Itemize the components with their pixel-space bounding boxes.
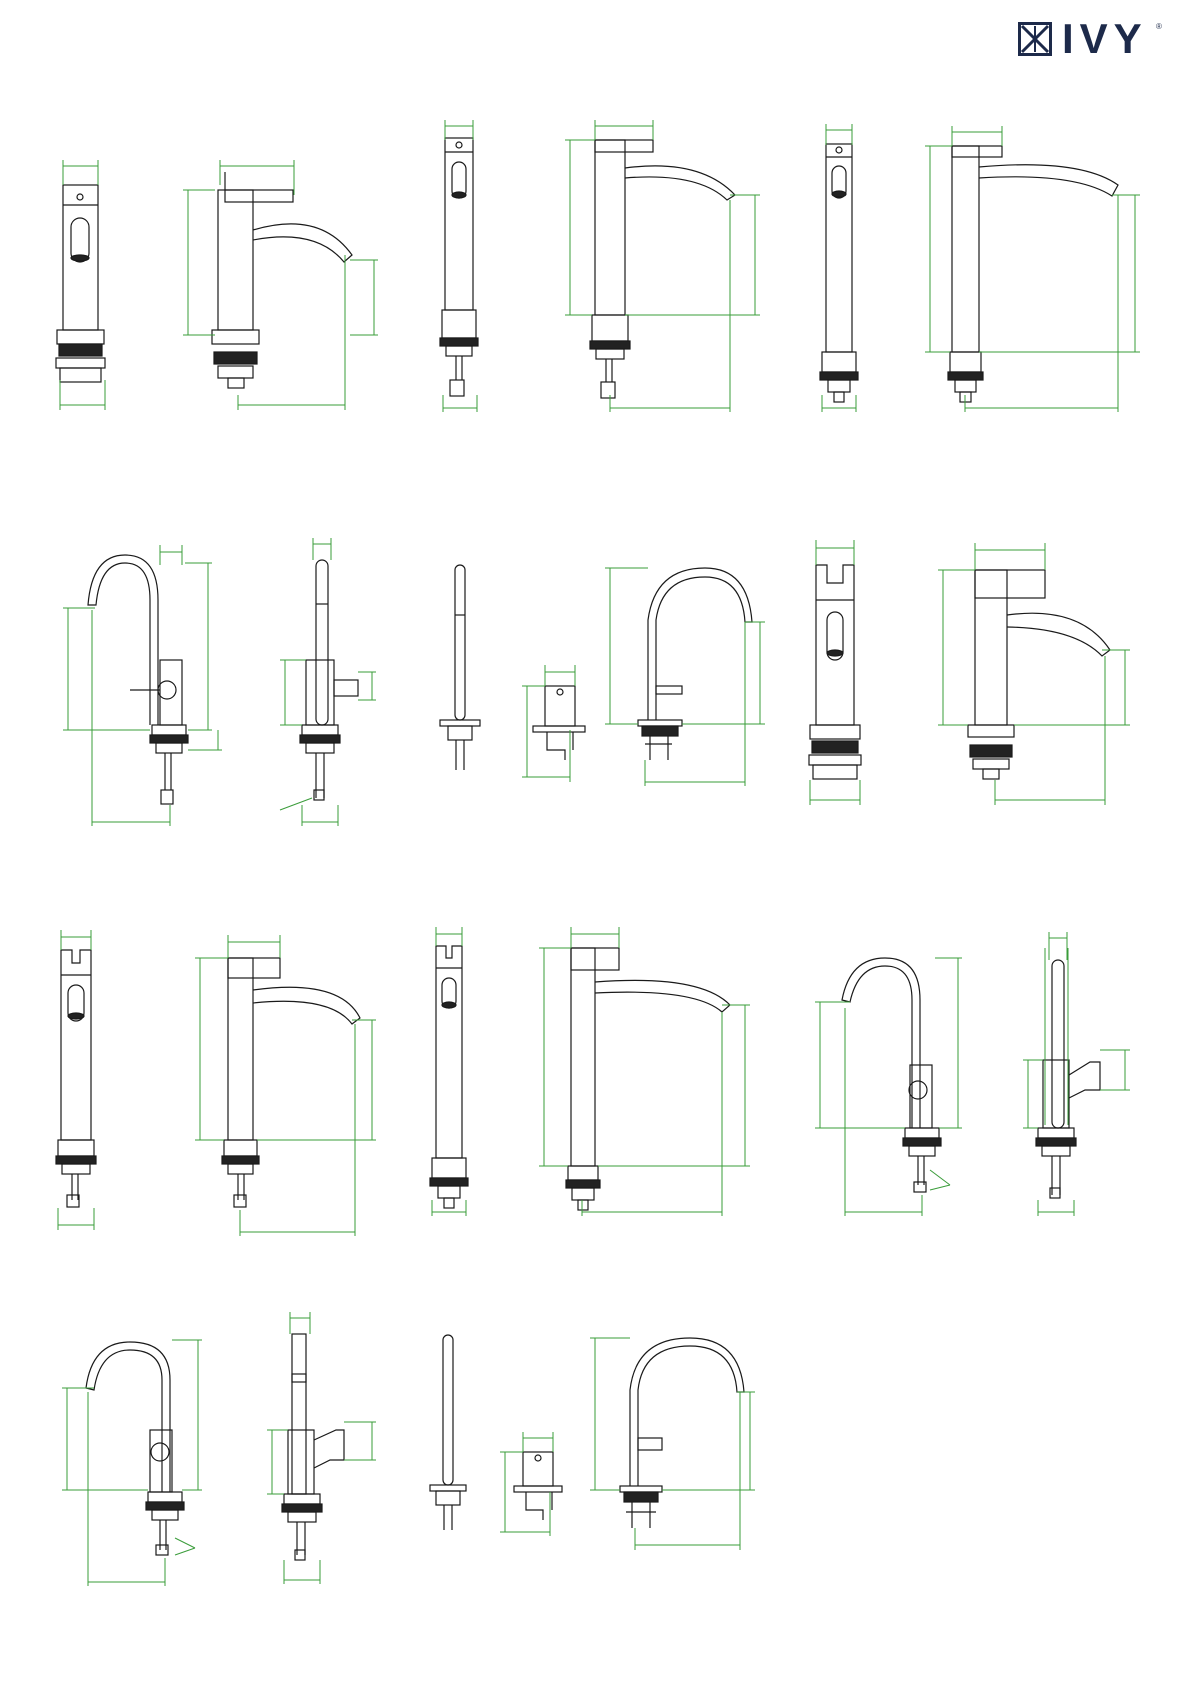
dimension-lines-13 <box>938 543 1130 805</box>
drawing-handle-only-b <box>514 1452 562 1520</box>
dimension-lines-23 <box>500 1432 553 1536</box>
dimension-lines-20 <box>62 1340 202 1586</box>
drawing-handle-only <box>533 686 585 760</box>
drawing-gooseneck-spout-side <box>638 568 752 760</box>
dimension-lines-18 <box>815 958 962 1216</box>
drawing-gooseneck-mixer-side-b <box>842 958 941 1192</box>
dimension-lines-10 <box>522 665 575 782</box>
dimension-lines-24 <box>590 1338 755 1550</box>
dimension-lines-16 <box>432 927 466 1216</box>
drawing-tall-mixer-front <box>440 138 478 396</box>
drawing-mixer-front <box>56 185 105 382</box>
dimension-lines-2 <box>183 160 378 410</box>
drawing-gooseneck-mixer-side-c <box>86 1342 184 1555</box>
dimension-lines-5 <box>822 124 856 412</box>
drawing-mixer-front-slot-tall <box>56 950 96 1207</box>
drawing-extra-tall-mixer-side <box>948 146 1118 402</box>
dimension-lines-7 <box>63 545 222 826</box>
drawing-tall-mixer-front-slot <box>430 946 468 1208</box>
drawing-gooseneck-mixer-side <box>88 555 188 804</box>
drawing-mixer-side-square <box>222 958 360 1207</box>
drawing-mixer-side <box>212 172 352 388</box>
drawing-tall-mixer-side-square <box>566 948 730 1210</box>
drawing-spout-only-b <box>430 1335 466 1530</box>
drawing-gooseneck-mixer-front-c <box>282 1334 344 1560</box>
dimension-lines-3 <box>443 120 477 412</box>
drawing-gooseneck-spout-side-b <box>620 1338 744 1528</box>
drawing-gooseneck-mixer-front <box>300 560 358 800</box>
drawing-mixer-front-slot <box>809 565 861 779</box>
dimension-lines-21 <box>267 1312 376 1584</box>
drawing-mixer-side-wide <box>968 570 1110 779</box>
drawing-spout-only <box>440 565 480 770</box>
dimension-lines-19 <box>1023 932 1130 1216</box>
drawing-tall-mixer-side <box>590 140 735 398</box>
dimension-lines-6 <box>925 126 1140 412</box>
dimension-lines-15 <box>195 935 376 1236</box>
dimension-lines-4 <box>565 120 760 412</box>
drawing-extra-tall-mixer-front <box>820 144 858 402</box>
